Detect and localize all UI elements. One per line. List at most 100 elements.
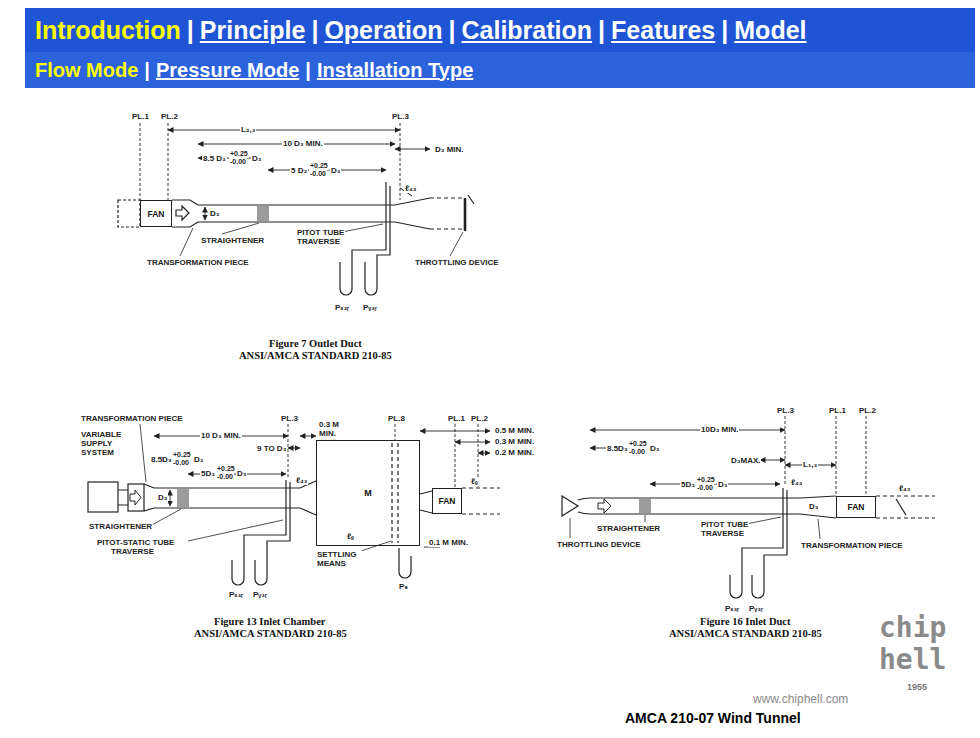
- dimension-text: +0.25: [309, 162, 329, 170]
- throttling-device: [562, 496, 578, 516]
- box-label: FAN: [439, 496, 456, 506]
- nav-separator: |: [598, 16, 605, 45]
- plane-label: PL.3: [776, 406, 795, 415]
- dimension-text: D₃: [649, 444, 660, 453]
- nav-separator: |: [311, 16, 318, 45]
- dimension-line: [420, 431, 490, 432]
- supply-neck: [118, 490, 128, 505]
- dimension-text: 8.5 D₃: [202, 154, 227, 163]
- plane-label: PL.3: [280, 414, 299, 423]
- subnav-band: Flow Mode|Pressure Mode|Installation Typ…: [25, 52, 975, 88]
- nav-separator: |: [305, 59, 311, 82]
- dimension-text: -0.00: [229, 158, 247, 166]
- plane-label: PL.1: [828, 406, 847, 415]
- pitot-tube: [386, 182, 390, 224]
- figure-caption: Figure 13 Inlet Chamber: [213, 616, 327, 628]
- symbol-label: ℓ₄₃: [790, 478, 803, 487]
- pitot-tubing: [244, 508, 290, 560]
- straightener: [258, 206, 268, 221]
- supply-system: [88, 482, 118, 512]
- symbol-label: P₈: [398, 582, 409, 591]
- figure-caption: ANSI/AMCA STANDARD 210-85: [193, 628, 348, 640]
- part-label: TRAVERSE: [296, 237, 341, 246]
- nav-link: Operation: [324, 16, 442, 45]
- dimension-text: 10 D₃ MIN.: [282, 139, 324, 148]
- dimension-text: D₃: [236, 469, 247, 478]
- part-label: PITOT TUBE: [700, 520, 749, 529]
- part-label: TRAVERSE: [700, 529, 745, 538]
- nav-separator: |: [144, 59, 150, 82]
- pitot-tubing: [352, 224, 390, 262]
- logo-text: hell: [878, 644, 947, 676]
- symbol-label: ℓ₄₃: [404, 184, 417, 193]
- nav-separator: |: [721, 16, 728, 45]
- part-label: THROTTLING DEVICE: [556, 540, 642, 549]
- duct: [590, 496, 836, 518]
- dimension-text: L₂,₃: [240, 125, 256, 134]
- flow-arrow: [130, 490, 141, 505]
- fan-box: FAN: [140, 200, 172, 227]
- symbol-label: Pₛ₃ᵣ: [228, 590, 244, 599]
- dimension-text: D₃: [209, 209, 220, 218]
- dimension-text: 10D₃ MIN.: [700, 425, 739, 434]
- plane-label: PL.3: [391, 112, 410, 121]
- dimension-text: 0.5 M MIN.: [494, 426, 535, 435]
- part-label: TRAVERSE: [110, 547, 155, 556]
- plane-label: PL.2: [160, 112, 179, 121]
- symbol-label: Pₛ₃ᵣ: [724, 604, 740, 613]
- dimension-text: D₃MAX.: [730, 456, 761, 465]
- dimension-text: 0.3 M MIN.: [318, 420, 350, 438]
- box-label: FAN: [848, 502, 865, 512]
- dimension-line: [288, 448, 300, 449]
- dimension-text: 9 TO D₃: [256, 444, 287, 453]
- dimension-text: D₃: [717, 480, 728, 489]
- nav-separator: |: [448, 16, 455, 45]
- straightener: [178, 489, 188, 507]
- nav-current: Flow Mode: [35, 59, 138, 82]
- dimension-text: 8.5D₃: [606, 444, 629, 453]
- dimension-text: D₃: [193, 455, 204, 464]
- dimension-text: D₃ MIN.: [434, 145, 465, 154]
- dimension-text: 8.5D₃: [150, 455, 173, 464]
- part-label: TRANSFORMATION PIECE: [146, 258, 250, 267]
- figure-16-inlet-duct: [562, 416, 935, 598]
- symbol-label: ℓ₄₃: [295, 476, 308, 485]
- manometer: [340, 262, 377, 295]
- box-label: FAN: [148, 209, 165, 219]
- logo-text: chip: [878, 612, 947, 644]
- dimension-text: 0.1 M MIN.: [428, 538, 469, 547]
- manometer: [399, 548, 411, 578]
- dimension-text: 5D₃: [200, 469, 216, 478]
- part-label: STRAIGHTENER: [596, 524, 661, 533]
- outlet-nozzle: [420, 491, 432, 513]
- part-label: THROTTLING DEVICE: [414, 258, 500, 267]
- nav-link: Principle: [200, 16, 306, 45]
- part-label: VARIABLE SUPPLY SYSTEM: [80, 430, 132, 457]
- dimension-text: -0.00: [696, 484, 714, 492]
- dimension-line: [170, 490, 171, 506]
- plane-line: [785, 416, 866, 494]
- inlet-bell: [578, 498, 590, 514]
- dimension-line: [205, 207, 206, 220]
- leader-line: [140, 424, 391, 552]
- plane-label: PL.1: [131, 112, 150, 121]
- dimension-text: 10 D₃ MIN.: [200, 431, 242, 440]
- part-label: STRAIGHTENER: [88, 522, 153, 531]
- dimension-line: [590, 430, 785, 431]
- figure-13-inlet-chamber: [88, 424, 500, 585]
- dimension-lines: [154, 130, 836, 506]
- symbol-label: ℓ₄₃: [898, 484, 911, 493]
- part-label: STRAIGHTENER: [200, 236, 265, 245]
- duct: [154, 481, 316, 515]
- figure-7-outlet-duct: [118, 123, 474, 295]
- fan-box: FAN: [432, 488, 462, 514]
- nav-link: Installation Type: [317, 59, 473, 82]
- plane-label: PL.2: [470, 414, 489, 423]
- dimension-text: 0.3 M MIN.: [494, 437, 535, 446]
- logo-year: 1955: [906, 682, 928, 692]
- symbol-label: ℓₑ: [470, 477, 479, 486]
- dimension-text: D₃: [330, 166, 341, 175]
- plane-label: PL.1: [447, 414, 466, 423]
